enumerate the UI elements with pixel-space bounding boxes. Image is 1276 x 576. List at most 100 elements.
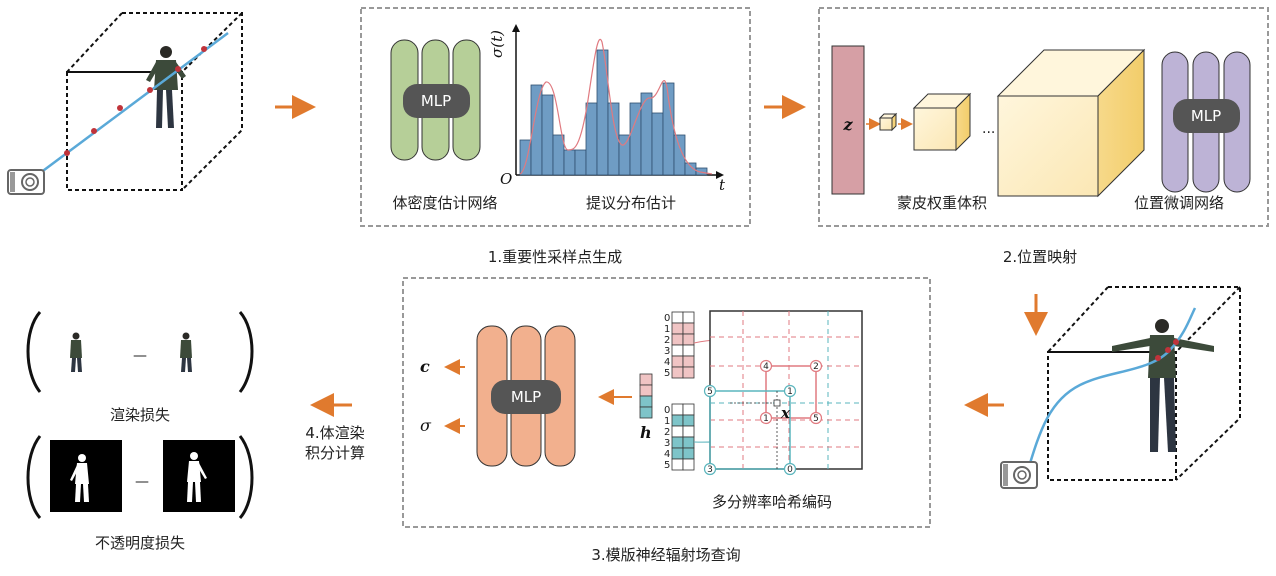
hash-table-cell xyxy=(682,311,695,324)
camera-icon xyxy=(1000,461,1038,489)
hash-table-cell xyxy=(671,333,684,346)
hash-table-cell xyxy=(682,322,695,335)
silhouette-icon xyxy=(187,452,207,502)
grid-vertex-label: 1 xyxy=(763,414,769,424)
latent-z-label: z xyxy=(842,115,853,134)
human-figure-icon xyxy=(1112,319,1214,452)
hash-table-cell xyxy=(671,366,684,379)
latent-code-block xyxy=(831,45,865,195)
hash-table-cell xyxy=(671,403,684,416)
histogram-bar xyxy=(618,134,631,176)
hash-table-cell xyxy=(671,344,684,357)
template-mlp-block: MLP xyxy=(476,325,576,467)
histogram-bar xyxy=(563,149,576,176)
grid-vertex xyxy=(783,384,797,398)
human-figure-icon xyxy=(70,332,82,372)
density-mlp-block: MLP xyxy=(390,39,481,161)
caption-step1: 1.重要性采样点生成 xyxy=(488,248,622,266)
hash-table-index: 0 xyxy=(664,405,670,416)
hash-table-index: 0 xyxy=(664,313,670,324)
render-loss-group: — xyxy=(26,311,254,393)
caption-step4-line1: 4.体渲染 xyxy=(305,424,364,442)
small-cube xyxy=(878,112,898,132)
hash-table-cell xyxy=(671,425,684,438)
hash-table-index: 2 xyxy=(664,427,670,438)
grid-vertex xyxy=(783,462,797,476)
panel-position-mapping: z ··· MLP 蒙皮权重体积 位置微调 xyxy=(818,7,1269,227)
ellipsis-dots: ··· xyxy=(982,125,995,141)
finetune-mlp-label: MLP xyxy=(1191,107,1221,125)
histogram-bar xyxy=(574,149,587,176)
grid-vertex-label: 3 xyxy=(707,465,713,475)
density-network-label: 体密度估计网络 xyxy=(392,194,497,212)
caption-step2: 2.位置映射 xyxy=(1003,248,1077,266)
hash-table-cell xyxy=(671,447,684,460)
opacity-minus-sign: — xyxy=(135,474,149,490)
render-loss-label: 渲染损失 xyxy=(110,406,170,424)
hash-table-index: 1 xyxy=(664,416,670,427)
hash-table-index: 5 xyxy=(664,460,670,471)
human-figure-icon xyxy=(146,46,186,128)
query-point-x-label: x xyxy=(780,404,791,422)
color-output-label: c xyxy=(420,357,430,376)
feature-h-label: h xyxy=(640,423,652,442)
template-mlp-label: MLP xyxy=(511,388,541,406)
medium-cube xyxy=(912,92,972,152)
camera-icon xyxy=(7,169,45,195)
hash-table-cell xyxy=(682,403,695,416)
hash-table-cell xyxy=(671,436,684,449)
caption-step4-line2: 积分计算 xyxy=(305,444,365,462)
grid-vertex-label: 5 xyxy=(813,414,819,424)
hash-table-cell xyxy=(671,355,684,368)
proposal-distribution-label: 提议分布估计 xyxy=(586,194,676,212)
grid-vertex-label: 1 xyxy=(787,387,793,397)
silhouette-icon xyxy=(70,454,89,502)
hash-table-cell xyxy=(682,366,695,379)
hash-table-cell xyxy=(682,425,695,438)
grid-vertex xyxy=(759,359,773,373)
hash-table-cell xyxy=(682,355,695,368)
grid-vertex-label: 4 xyxy=(763,362,769,372)
hash-table-cell xyxy=(682,333,695,346)
histogram-bar xyxy=(541,94,554,176)
skinning-weight-volume-cube xyxy=(996,48,1146,198)
opacity-loss-group: — xyxy=(26,435,254,519)
grid-vertex xyxy=(703,462,717,476)
density-mlp-label: MLP xyxy=(421,92,451,110)
histogram-bar xyxy=(552,134,565,176)
histogram-bar xyxy=(607,102,620,176)
hash-table-index: 3 xyxy=(664,438,670,449)
render-minus-sign: — xyxy=(133,348,147,364)
hash-table-cell xyxy=(682,414,695,427)
hash-encoding-label: 多分辨率哈希编码 xyxy=(712,493,832,511)
caption-step3: 3.模版神经辐射场查询 xyxy=(591,546,740,564)
proposal-histogram: σ(t) t O xyxy=(488,24,726,194)
hash-table-index: 4 xyxy=(664,449,670,460)
scene-canonical-cube xyxy=(1000,286,1241,489)
hash-table-cell xyxy=(682,436,695,449)
t-axis-label: t xyxy=(719,176,726,194)
finetune-network-label: 位置微调网络 xyxy=(1134,194,1224,212)
hash-table-index: 2 xyxy=(664,335,670,346)
hash-table-cell xyxy=(682,447,695,460)
hash-table-cell xyxy=(671,311,684,324)
hash-table-cell xyxy=(682,458,695,471)
hash-table-cell xyxy=(671,458,684,471)
histogram-bar xyxy=(651,112,664,176)
grid-vertex xyxy=(703,384,717,398)
opacity-loss-label: 不透明度损失 xyxy=(95,534,185,552)
skinning-volume-label: 蒙皮权重体积 xyxy=(897,194,987,212)
grid-vertex-label: 5 xyxy=(707,387,713,397)
hash-table-index: 1 xyxy=(664,324,670,335)
grid-vertex xyxy=(809,359,823,373)
density-output-label: σ xyxy=(420,416,432,435)
hash-table-cell xyxy=(682,344,695,357)
grid-vertex xyxy=(759,411,773,425)
histogram-bar xyxy=(695,167,708,176)
hash-table-cell xyxy=(671,322,684,335)
human-figure-icon xyxy=(180,332,192,372)
histogram-bar xyxy=(629,102,642,176)
